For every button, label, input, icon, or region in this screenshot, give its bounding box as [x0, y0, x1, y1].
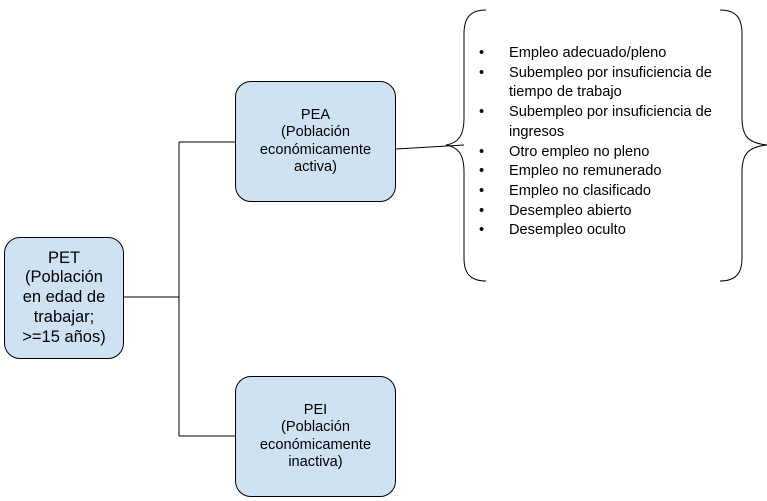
connector-pea-to-brace — [395, 144, 465, 150]
list-item: Desempleo abierto — [470, 202, 745, 222]
pet-node-label: PET (Población en edad de trabajar; >=15… — [22, 248, 106, 346]
right-curly-brace — [719, 9, 767, 282]
pea-node-label: PEA (Población económicamente activa) — [259, 106, 372, 176]
pei-node: PEI (Población económicamente inactiva) — [235, 376, 396, 497]
pei-node-label: PEI (Población económicamente inactiva) — [259, 401, 372, 471]
pea-node: PEA (Población económicamente activa) — [235, 81, 396, 202]
list-item: Empleo no remunerado — [470, 162, 745, 182]
pea-categories-list: Empleo adecuado/pleno Subempleo por insu… — [470, 44, 745, 241]
list-item: Empleo adecuado/pleno — [470, 44, 745, 64]
pet-node: PET (Población en edad de trabajar; >=15… — [4, 237, 124, 359]
list-item: Subempleo por insuficiencia de tiempo de… — [470, 64, 745, 103]
list-item: Subempleo por insuficiencia de ingresos — [470, 103, 745, 142]
list-item: Empleo no clasificado — [470, 182, 745, 202]
list-item: Otro empleo no pleno — [470, 143, 745, 163]
left-curly-brace — [445, 9, 487, 282]
list-item: Desempleo oculto — [470, 221, 745, 241]
